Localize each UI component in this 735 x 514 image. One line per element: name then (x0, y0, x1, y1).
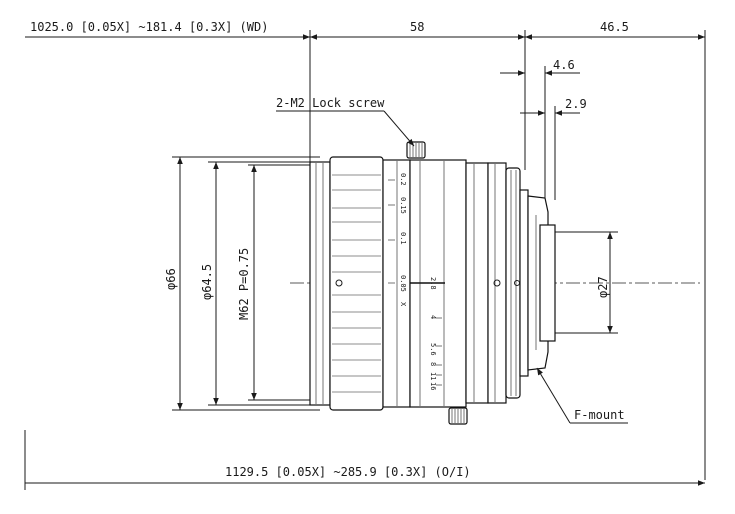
offset-4-6-label: 4.6 (553, 58, 575, 72)
offset-2-9-label: 2.9 (565, 97, 587, 111)
iris-scale-mark: 2.8 (429, 277, 437, 290)
focus-scale-mark: 0.15 (399, 197, 407, 214)
focus-scale-mark: X (399, 302, 407, 307)
screw-hole-front (335, 279, 343, 287)
length-58-label: 58 (410, 20, 424, 34)
top-dimension-line (25, 30, 706, 480)
iris-scale-mark: 5.6 (429, 343, 437, 356)
length-46-5-label: 46.5 (600, 20, 629, 34)
iris-scale-mark: 4 (429, 315, 437, 319)
focus-scale-mark: 0.1 (399, 232, 407, 245)
iris-scale-mark: 8 (429, 362, 437, 366)
lock-screw-label: 2-M2 Lock screw (276, 96, 385, 110)
oi-range-label: 1129.5 [0.05X] ~285.9 [0.3X] (O/I) (225, 465, 471, 479)
iris-scale: 2.8 4 5.6 8 11 16 (429, 277, 442, 390)
iris-scale-mark: 11 (429, 372, 437, 380)
dia-27-dimension (555, 231, 618, 334)
iris-scale-mark: 16 (429, 382, 437, 390)
f-mount-label: F-mount (574, 408, 625, 422)
focus-scale-mark: 0.2 (399, 173, 407, 186)
focus-ring-knurling (332, 174, 381, 393)
wd-range-label: 1025.0 [0.05X] ~181.4 [0.3X] (WD) (30, 20, 268, 34)
focus-scale-mark: 0.05 (399, 275, 407, 292)
lock-screw-bottom (448, 407, 468, 425)
dia-66-label: φ66 (164, 268, 178, 290)
focus-scale: 0.2 0.15 0.1 0.05 X (388, 173, 407, 307)
lock-screw-callout (276, 110, 415, 147)
bottom-dimension-line (24, 430, 705, 490)
screw-hole-rear (493, 279, 501, 287)
thread-label: M62 P=0.75 (237, 248, 251, 320)
lock-screw-top (406, 141, 426, 159)
pin-hole (514, 280, 520, 286)
f-mount-callout (536, 367, 628, 424)
dia-64-5-label: φ64.5 (200, 264, 214, 300)
offset-dimensions (500, 66, 580, 200)
dia-27-label: φ27 (596, 276, 610, 298)
diameter-dimensions (172, 156, 320, 411)
